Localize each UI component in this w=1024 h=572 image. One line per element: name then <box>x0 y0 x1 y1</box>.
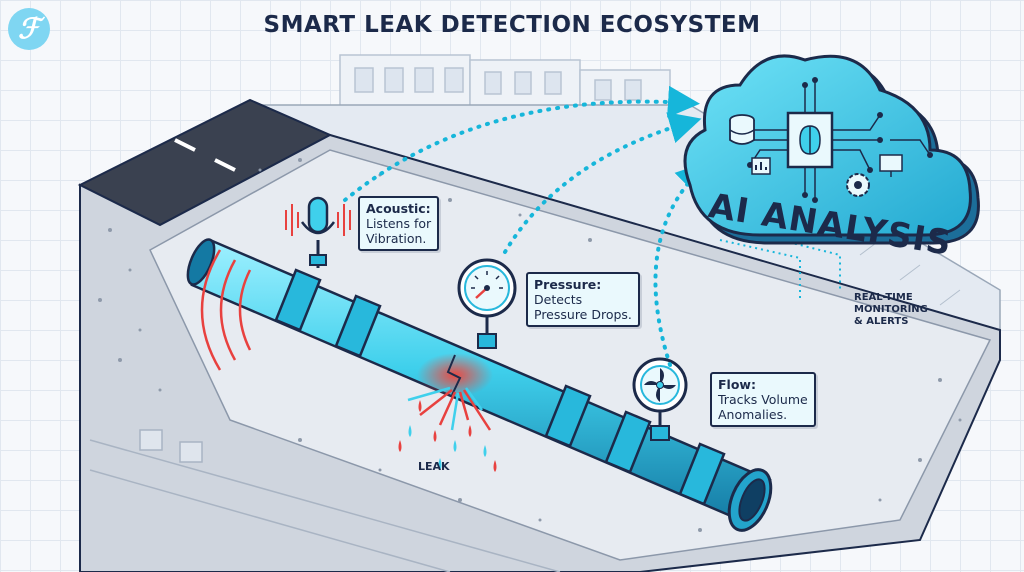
road-markings <box>174 138 236 172</box>
acoustic-callout: Acoustic: Listens for Vibration. <box>358 196 440 251</box>
page-title: SMART LEAK DETECTION ECOSYSTEM <box>263 12 761 38</box>
sound-wave-icon <box>285 204 351 236</box>
flow-heading: Flow: <box>718 377 756 392</box>
data-flow-arrows <box>343 85 709 367</box>
gear-icon <box>846 173 870 197</box>
pressure-heading: Pressure: <box>534 277 602 292</box>
pressure-callout: Pressure: Detects Pressure Drops. <box>526 272 640 327</box>
microphone-icon <box>300 196 336 268</box>
realtime-alerts-label: REAL-TIME MONITORING & ALERTS <box>854 292 928 327</box>
trench-cavity <box>149 149 992 561</box>
underground-ducts <box>89 429 561 572</box>
pressure-description: Detects Pressure Drops. <box>534 292 632 322</box>
flow-callout: Flow: Tracks Volume Anomalies. <box>710 372 816 427</box>
flow-meter-icon <box>632 357 688 441</box>
database-icon <box>729 114 755 145</box>
water-droplets <box>398 400 497 472</box>
leak-point <box>398 353 497 472</box>
vibration-waves <box>200 249 252 371</box>
pressure-gauge-icon <box>457 258 517 349</box>
chart-icon <box>751 157 771 175</box>
alert-links <box>719 234 841 300</box>
acoustic-description: Listens for Vibration. <box>366 216 432 246</box>
leak-label: LEAK <box>418 460 450 473</box>
acoustic-heading: Acoustic: <box>366 201 431 216</box>
flow-description: Tracks Volume Anomalies. <box>718 392 808 422</box>
monitor-icon <box>879 154 903 177</box>
ai-cloud <box>683 54 980 245</box>
brand-logo-icon[interactable]: ℱ <box>8 8 50 50</box>
brain-icon <box>799 125 821 155</box>
